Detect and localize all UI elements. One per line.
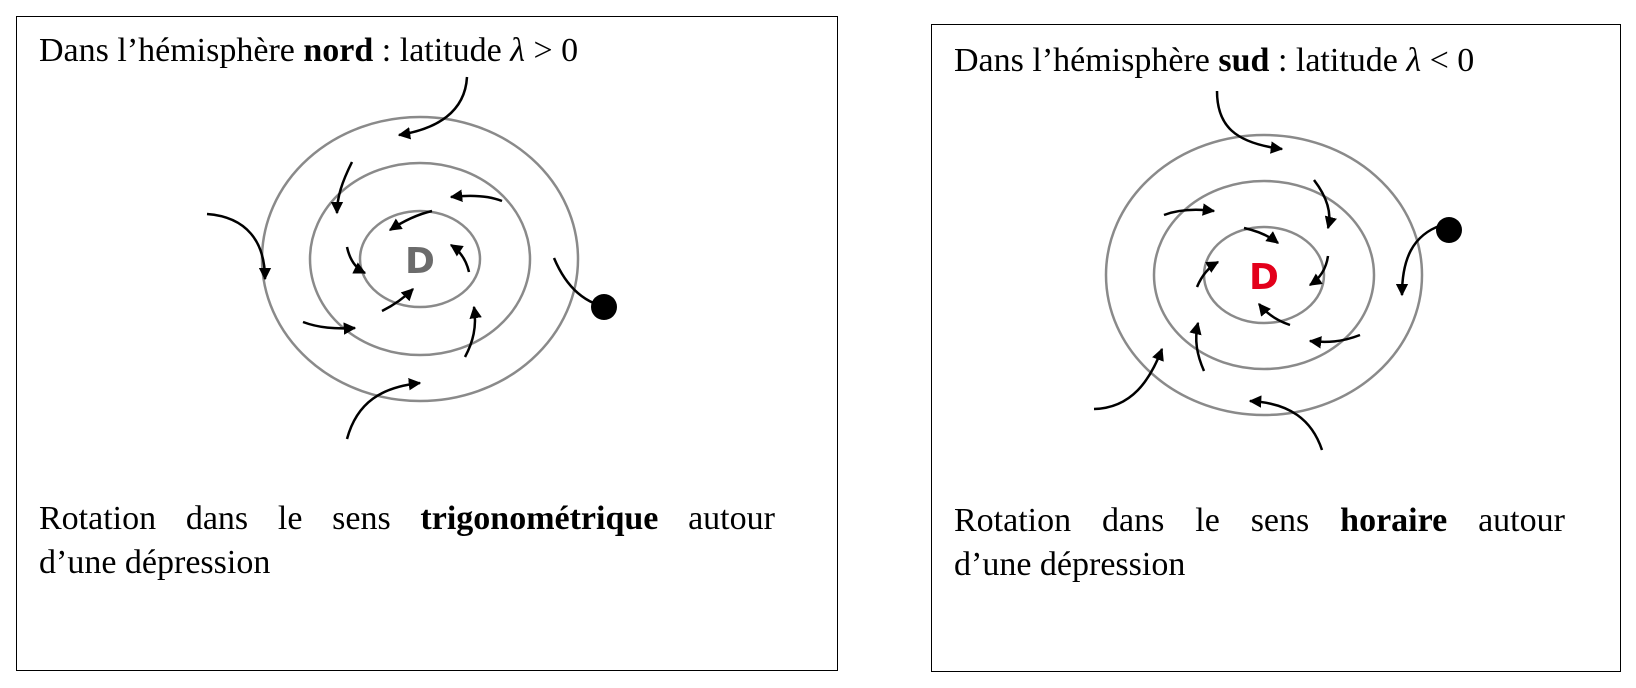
cyclone-diagram-north: D: [206, 76, 617, 440]
caption-word: dans: [1102, 502, 1165, 539]
isobars: [1104, 133, 1424, 417]
wind-arrow: [345, 377, 422, 440]
latitude-symbol: λ: [510, 32, 525, 69]
latitude-relation: < 0: [1429, 42, 1475, 79]
wind-arrow: [1093, 347, 1164, 411]
isobar-outer: [1104, 133, 1424, 417]
cyclone-diagram-south: D: [1093, 90, 1462, 451]
caption-line-2: d’une dépression: [39, 544, 271, 581]
caption-word: autour: [688, 500, 775, 537]
heading-prefix: Dans l’hémisphère: [39, 32, 295, 69]
wind-arrow: [1195, 260, 1220, 288]
panel-heading: Dans l’hémisphère sud : latitude λ < 0: [954, 41, 1474, 81]
rotation-direction: horaire: [1340, 502, 1448, 539]
heading-prefix: Dans l’hémisphère: [954, 42, 1210, 79]
caption-line-2: d’une dépression: [954, 546, 1186, 583]
latitude-symbol: λ: [1406, 42, 1422, 79]
heading-hemisphere: sud: [1218, 42, 1270, 79]
wind-arrow: [1308, 333, 1361, 349]
wind-arrow: [449, 243, 471, 273]
latitude-relation: > 0: [533, 32, 579, 69]
caption-word: sens: [1250, 502, 1310, 539]
caption-word: le: [277, 500, 303, 537]
wind-arrow: [1313, 179, 1337, 230]
wind-arrow: [1395, 223, 1443, 297]
wind-arrow: [1215, 90, 1284, 154]
wind-arrow: [206, 212, 272, 281]
wind-arrow: [1308, 255, 1330, 287]
panel-heading: Dans l’hémisphère nord : latitude λ > 0: [39, 31, 578, 71]
wind-arrow: [330, 161, 354, 215]
isobar-middle: [308, 161, 532, 357]
wind-arrow: [1248, 395, 1324, 451]
panel-caption: Rotation dans le sens trigonométrique au…: [39, 497, 775, 585]
wind-arrow: [388, 209, 433, 232]
isobar-inner: [358, 209, 482, 309]
wind-arrow: [1189, 321, 1206, 372]
heading-latitude-label: : latitude: [1277, 42, 1398, 79]
rotation-direction: trigonométrique: [420, 500, 659, 537]
panel-southern-hemisphere: Dans l’hémisphère sud : latitude λ < 0 D: [931, 24, 1621, 672]
wind-arrow: [1163, 203, 1216, 217]
wind-arrow: [302, 320, 357, 335]
low-pressure-label: D: [405, 241, 435, 282]
caption-word: le: [1195, 502, 1220, 539]
isobar-middle: [1152, 179, 1376, 371]
particle-dot: [591, 294, 617, 320]
caption-word: dans: [185, 500, 249, 537]
wind-arrows: [1093, 90, 1443, 451]
wind-arrow: [449, 189, 503, 203]
panel-caption: Rotation dans le sens horaire autour d’u…: [954, 499, 1565, 587]
heading-latitude-label: : latitude: [381, 32, 502, 69]
heading-hemisphere: nord: [303, 32, 374, 69]
panel-northern-hemisphere: Dans l’hémisphère nord : latitude λ > 0 …: [16, 16, 838, 671]
particle-dot: [1436, 217, 1462, 243]
caption-word: sens: [332, 500, 391, 537]
caption-word: Rotation: [954, 502, 1072, 539]
wind-arrow: [1258, 303, 1291, 327]
caption-word: autour: [1478, 502, 1565, 539]
wind-arrow: [345, 246, 367, 275]
low-pressure-label: D: [1249, 257, 1279, 298]
wind-arrow: [381, 288, 414, 313]
wind-arrow: [463, 305, 482, 358]
wind-arrow: [1243, 226, 1279, 244]
caption-word: Rotation: [39, 500, 157, 537]
wind-arrow: [397, 76, 469, 140]
